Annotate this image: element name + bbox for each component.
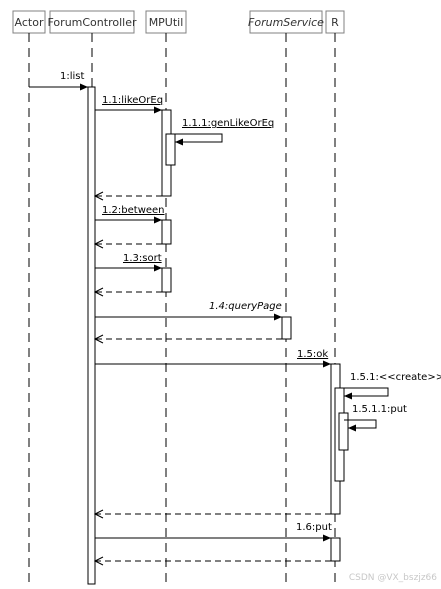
- message-querypage-label: 1.4:queryPage: [209, 301, 282, 312]
- return-likeoreq: [93, 191, 162, 201]
- participant-r-label: R: [331, 16, 339, 29]
- message-put: 1.6:put: [95, 522, 332, 542]
- participant-r: R: [325, 10, 345, 34]
- activation-forumcontroller: [87, 86, 96, 585]
- message-sort-label: 1.3:sort: [123, 253, 162, 264]
- message-between: 1.2:between: [95, 205, 165, 224]
- message-list: 1:list: [29, 71, 88, 91]
- return-between: [93, 239, 162, 249]
- message-ok: 1.5:ok: [95, 349, 331, 368]
- message-querypage: 1.4:queryPage: [95, 301, 282, 321]
- participant-actor-label: Actor: [15, 16, 44, 29]
- message-put-label: 1.6:put: [296, 522, 332, 533]
- return-sort: [93, 287, 162, 297]
- message-sort: 1.3:sort: [95, 253, 162, 272]
- participant-mputil: MPUtil: [145, 10, 187, 34]
- participant-forumcontroller: ForumController: [48, 10, 137, 34]
- message-genlikeoreq: 1.1.1:genLikeOrEq: [171, 118, 274, 146]
- message-ok-label: 1.5:ok: [297, 349, 328, 360]
- participant-forumservice-label: ForumService: [248, 16, 324, 29]
- activation-mputil-genlikeoreq: [165, 133, 176, 166]
- activation-r-put2: [330, 537, 341, 562]
- message-between-label: 1.2:between: [102, 205, 165, 216]
- message-put-nested: 1.5.1.1:put: [344, 404, 407, 432]
- message-create-label: 1.5.1:<<create>>: [350, 372, 441, 383]
- participant-mputil-label: MPUtil: [149, 16, 184, 29]
- return-put: [93, 556, 331, 566]
- message-likeoreq: 1.1:likeOrEq: [95, 95, 163, 114]
- participant-actor: Actor: [12, 10, 46, 34]
- activation-mputil-sort: [161, 267, 172, 293]
- activation-mputil-between: [161, 219, 172, 245]
- message-put-nested-label: 1.5.1.1:put: [352, 404, 407, 415]
- message-list-label: 1:list: [60, 71, 84, 82]
- message-create: 1.5.1:<<create>>: [340, 372, 441, 400]
- activation-forumservice-querypage: [281, 316, 292, 340]
- participant-forumservice: ForumService: [248, 10, 324, 34]
- activation-r-put: [338, 412, 349, 451]
- watermark-text: CSDN @VX_bszjz66: [348, 573, 437, 583]
- return-ok: [93, 509, 331, 519]
- participant-forumcontroller-label: ForumController: [48, 16, 137, 29]
- message-likeoreq-label: 1.1:likeOrEq: [102, 95, 163, 106]
- message-genlikeoreq-label: 1.1.1:genLikeOrEq: [182, 118, 274, 129]
- return-querypage: [93, 334, 282, 344]
